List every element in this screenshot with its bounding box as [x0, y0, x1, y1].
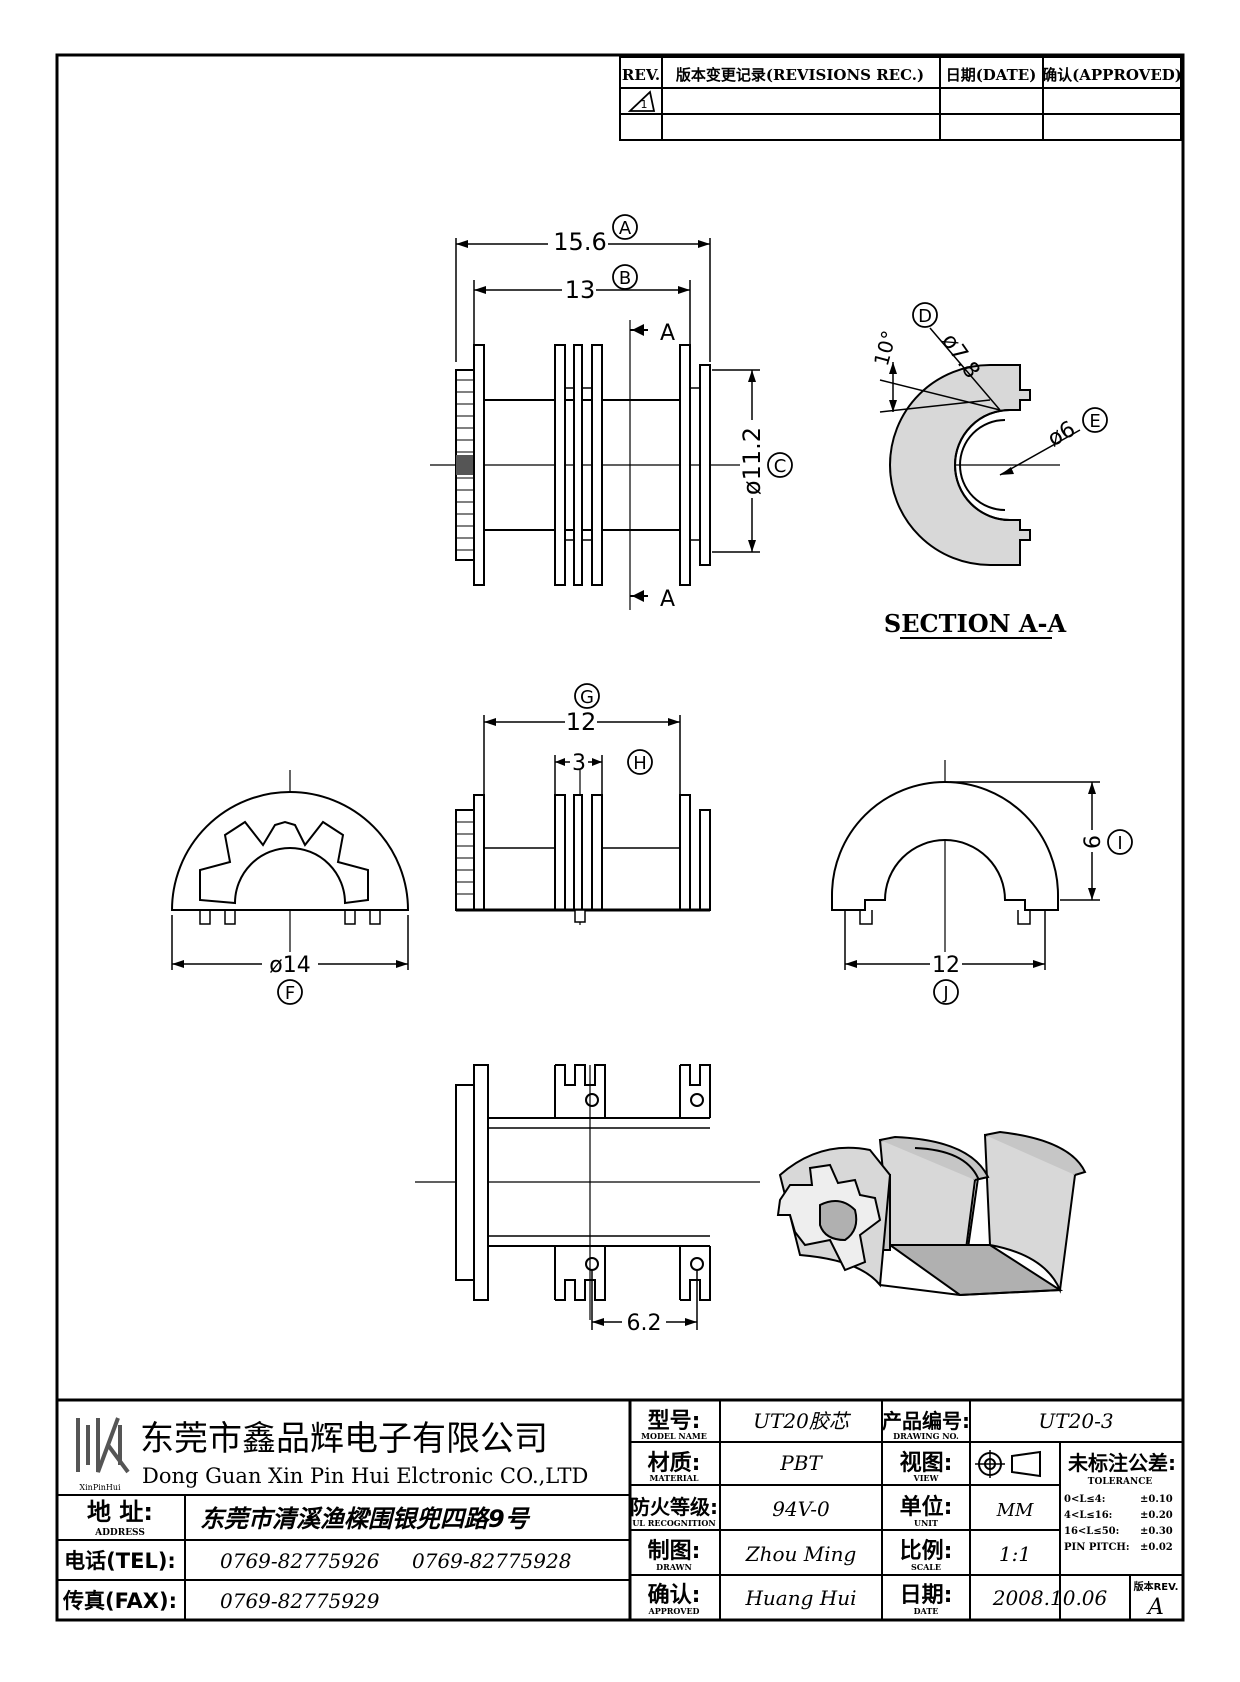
isometric-view — [776, 1130, 1087, 1297]
changes-header: 版本变更记录(REVISIONS REC.) — [676, 66, 924, 84]
drawn-value: Zhou Ming — [745, 1542, 857, 1566]
tolerance-table: 0<L≤4: ±0.10 4<L≤16: ±0.20 16<L≤50: ±0.3… — [1064, 1494, 1173, 1553]
balloon-c: C — [774, 456, 787, 477]
svg-text:1: 1 — [641, 98, 648, 111]
scale-value: 1:1 — [999, 1542, 1031, 1566]
tel-value-2: 0769-82775928 — [412, 1549, 571, 1573]
rev-label: 版本REV. — [1134, 1580, 1179, 1593]
approved-value: Huang Hui — [744, 1586, 856, 1610]
address-value: 东莞市清溪渔樑围银兜四路9号 — [200, 1505, 531, 1533]
drawn-label-en: DRAWN — [656, 1562, 692, 1572]
title-block: XinPinHui 东莞市鑫品辉电子有限公司 Dong Guan Xin Pin… — [55, 1398, 1185, 1622]
top-left-side-view: A A 15.6 A 13 B ø11.2 C — [430, 214, 793, 612]
tol-range-2: 16<L≤50: — [1064, 1526, 1119, 1537]
balloon-i: I — [1117, 833, 1122, 854]
section-marker-top: A — [660, 321, 675, 346]
tol-value-2: ±0.30 — [1140, 1526, 1173, 1537]
scale-label: 比例: — [900, 1539, 953, 1564]
drawing-no-label: 产品编号: — [882, 1409, 970, 1433]
back-end-view: 6 I 12 J — [831, 760, 1133, 1005]
unit-value: MM — [996, 1500, 1034, 1521]
material-value: PBT — [779, 1451, 823, 1475]
view-label: 视图: — [900, 1450, 953, 1476]
flame-label-en: UL RECOGNITION — [632, 1518, 715, 1528]
balloon-j: J — [942, 983, 948, 1004]
approved-header: 确认(APPROVED) — [1042, 66, 1182, 84]
revision-triangle-icon: 1 — [627, 90, 656, 112]
gear-end-view: ø14 F — [170, 770, 410, 1005]
dim-slot-width: 3 — [572, 751, 586, 776]
top-view: 6.2 — [415, 1064, 760, 1336]
logo-text: XinPinHui — [79, 1483, 121, 1492]
front-view: 12 G 3 H — [455, 683, 711, 925]
unit-label-en: UNIT — [914, 1518, 938, 1528]
date-label-en: DATE — [914, 1606, 939, 1616]
tol-range-0: 0<L≤4: — [1064, 1494, 1105, 1505]
drawn-label: 制图: — [648, 1539, 701, 1564]
dim-overall-length: 15.6 — [553, 228, 606, 256]
address-label-en: ADDRESS — [94, 1528, 145, 1538]
tol-value-1: ±0.20 — [1140, 1510, 1173, 1521]
dim-width-12-right: 12 — [932, 953, 960, 978]
tol-range-1: 4<L≤16: — [1064, 1510, 1112, 1521]
material-label-en: MATERIAL — [650, 1473, 699, 1483]
tel-label: 电话(TEL): — [64, 1549, 176, 1573]
fax-label: 传真(FAX): — [62, 1589, 177, 1613]
balloon-f: F — [285, 983, 295, 1004]
date-label: 日期: — [900, 1583, 953, 1608]
model-label: 型号: — [648, 1409, 701, 1434]
date-value: 2008.10.06 — [992, 1586, 1108, 1610]
balloon-a: A — [619, 218, 632, 239]
tol-value-3: ±0.02 — [1140, 1542, 1173, 1553]
tolerance-label-en: TOLERANCE — [1088, 1477, 1153, 1487]
balloon-g: G — [580, 687, 594, 708]
dim-flange-span: 13 — [565, 276, 596, 304]
address-label: 地 址: — [87, 1498, 153, 1526]
drawing-no-label-en: DRAWING NO. — [893, 1431, 959, 1441]
revision-block: REV. 版本变更记录(REVISIONS REC.) 日期(DATE) 确认(… — [619, 56, 1182, 141]
tel-value-1: 0769-82775926 — [220, 1549, 380, 1573]
company-logo: XinPinHui — [76, 1417, 130, 1492]
section-title: SECTION A-A — [884, 609, 1067, 638]
tol-range-3: PIN PITCH: — [1064, 1542, 1130, 1553]
dim-pin-pitch: 6.2 — [627, 1311, 662, 1336]
tol-value-0: ±0.10 — [1140, 1494, 1173, 1505]
section-a-a-view: 10° ø7.8 D ø6 E SECTION A-A — [869, 302, 1108, 639]
dim-outer-diameter: ø11.2 — [738, 427, 766, 495]
drawing-no-value: UT20-3 — [1038, 1409, 1113, 1433]
balloon-b: B — [619, 268, 631, 289]
rev-value: A — [1146, 1595, 1164, 1620]
approved-label: 确认: — [648, 1582, 701, 1608]
approved-label-en: APPROVED — [648, 1606, 700, 1616]
section-marker-bottom: A — [660, 587, 675, 612]
dim-angle: 10° — [869, 328, 901, 368]
date-header: 日期(DATE) — [946, 66, 1037, 84]
projection-symbol-icon — [975, 1450, 1041, 1478]
company-name-cn: 东莞市鑫品辉电子有限公司 — [140, 1419, 548, 1459]
rev-header: REV. — [622, 66, 660, 84]
dim-width-12-top: 12 — [566, 708, 597, 736]
balloon-d: D — [918, 306, 932, 327]
unit-label: 单位: — [900, 1494, 953, 1520]
material-label: 材质: — [648, 1451, 701, 1476]
scale-label-en: SCALE — [911, 1562, 941, 1572]
flame-label: 防火等级: — [630, 1495, 718, 1519]
fax-value: 0769-82775929 — [220, 1589, 380, 1613]
dim-outer-dia-front: ø14 — [269, 953, 310, 978]
tolerance-label: 未标注公差: — [1068, 1451, 1176, 1475]
balloon-e: E — [1089, 411, 1100, 432]
flame-value: 94V-0 — [772, 1497, 830, 1521]
balloon-h: H — [633, 753, 647, 774]
model-value: UT20胶芯 — [753, 1409, 852, 1433]
view-label-en: VIEW — [912, 1473, 939, 1483]
company-name-en: Dong Guan Xin Pin Hui Elctronic CO.,LTD — [142, 1464, 588, 1488]
dim-height-6: 6 — [1081, 835, 1106, 849]
model-label-en: MODEL NAME — [641, 1431, 707, 1441]
